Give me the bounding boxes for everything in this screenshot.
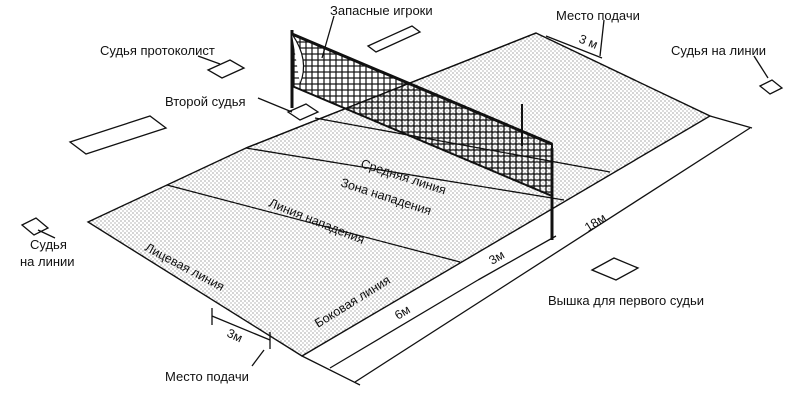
label-line-judge-left-line1: Судья	[30, 237, 67, 252]
second-referee-box	[286, 103, 320, 121]
substitutes-box	[366, 25, 422, 53]
dim-3m-bottom-line	[211, 315, 271, 341]
label-dim-3m: 3м	[487, 248, 507, 268]
label-line-judge-right: Судья на линии	[671, 43, 766, 58]
label-serve-zone-bottom: Место подачи	[165, 369, 249, 384]
label-second-referee: Второй судья	[165, 94, 246, 109]
dim-3m-top-line	[545, 35, 603, 59]
dim-18m-line	[354, 127, 751, 383]
court-surface	[86, 32, 712, 357]
label-line-judge-left-line2: на линии	[20, 254, 75, 269]
attack-line-near	[166, 184, 461, 263]
label-first-referee-stand: Вышка для первого судьи	[548, 293, 704, 308]
net-side-flap	[291, 33, 305, 85]
center-line	[245, 147, 565, 201]
label-serve-zone-top-width: 3 м	[577, 32, 600, 52]
dim-6m-line	[329, 279, 479, 369]
net-top-band	[291, 32, 553, 146]
bench-box	[68, 115, 168, 155]
label-serve-zone-bottom-width: 3м	[225, 326, 245, 345]
scorer-box	[206, 59, 246, 79]
line-judge-right-box	[758, 79, 784, 95]
line-judge-left-box	[20, 217, 50, 236]
label-dim-18m: 18м	[582, 211, 608, 235]
label-serve-zone-top: Место подачи	[556, 8, 640, 23]
first-referee-stand-box	[590, 257, 640, 281]
label-scorer: Судья протоколист	[100, 43, 215, 58]
label-substitutes: Запасные игроки	[330, 3, 433, 18]
dim-3m-line	[477, 235, 557, 281]
label-dim-6m: 6м	[392, 302, 413, 322]
